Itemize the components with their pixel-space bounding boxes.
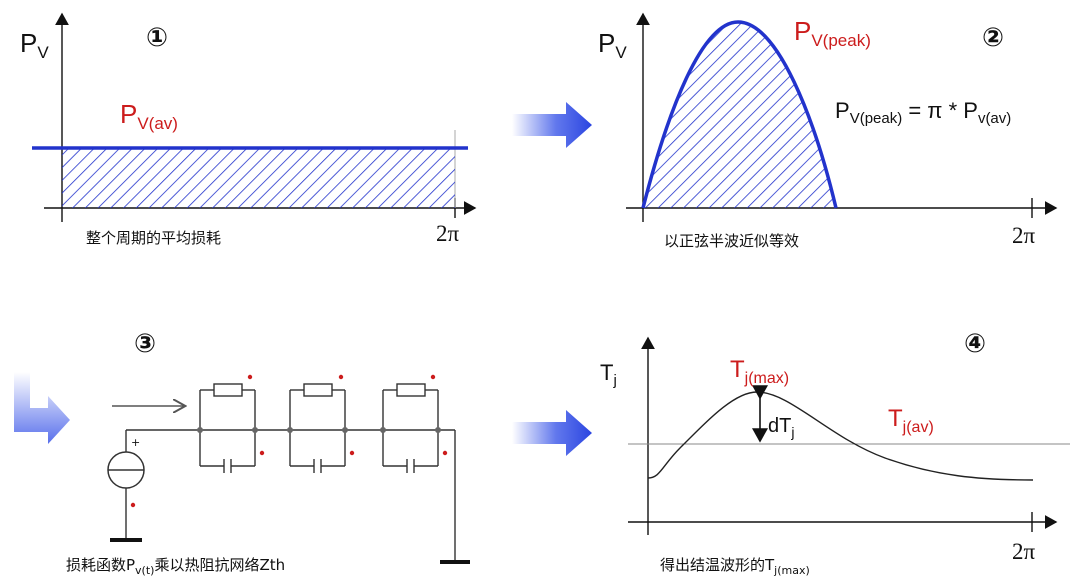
panel-1-avg-label: PV(av): [120, 99, 178, 133]
panel-1: ① PV PV(av) 2π 整个周期的平均损耗: [20, 12, 477, 247]
rc-stage-3: [380, 374, 448, 473]
panel-4-max-label: Tj(max): [730, 356, 789, 387]
panel-4-dt-label: dTj: [768, 415, 794, 440]
panel-4-temperature-curve: [647, 391, 1034, 481]
arrow-bent-icon: [14, 372, 70, 444]
panel-1-x-tick-label: 2π: [436, 221, 460, 246]
arrow-right-icon: [512, 410, 592, 456]
panel-4: ④ Tj Tj(max) dTj Tj(av) 2π 得出结温波形的Tj(max…: [600, 329, 1070, 577]
panel-2-half-sine-curve: [641, 20, 838, 209]
panel-4-badge: ④: [964, 329, 986, 359]
panel-2-badge: ②: [982, 23, 1004, 53]
panel-4-av-label: Tj(av): [888, 405, 934, 436]
panel-2-caption: 以正弦半波近似等效: [664, 232, 799, 250]
current-source-icon: +: [107, 429, 200, 542]
panel-3-caption: 损耗函数Pv(t)乘以热阻抗网络Zth: [66, 556, 285, 577]
panel-2: ② PV PV(peak) PV(peak) = π * Pv(av) 2π 以…: [598, 12, 1058, 250]
panel-2-y-label: PV: [598, 28, 627, 62]
panel-1-y-label: PV: [20, 28, 49, 62]
panel-2-peak-label: PV(peak): [794, 16, 871, 50]
panel-3: ③ +: [14, 329, 470, 577]
panel-3-badge: ③: [134, 329, 156, 359]
panel-2-formula: PV(peak) = π * Pv(av): [835, 98, 1011, 127]
panel-2-x-tick-label: 2π: [1012, 223, 1036, 248]
svg-text:+: +: [131, 436, 140, 449]
panel-4-y-label: Tj: [600, 360, 617, 389]
panel-1-hatched-area: [62, 148, 455, 208]
rc-stage-2: [287, 374, 355, 473]
arrow-right-icon: [512, 102, 592, 148]
rc-stage-1: [197, 374, 265, 473]
rc-network: [197, 374, 470, 564]
panel-1-caption: 整个周期的平均损耗: [86, 229, 221, 247]
panel-1-badge: ①: [146, 23, 168, 53]
panel-4-caption: 得出结温波形的Tj(max): [660, 556, 810, 577]
panel-4-x-tick-label: 2π: [1012, 539, 1036, 564]
